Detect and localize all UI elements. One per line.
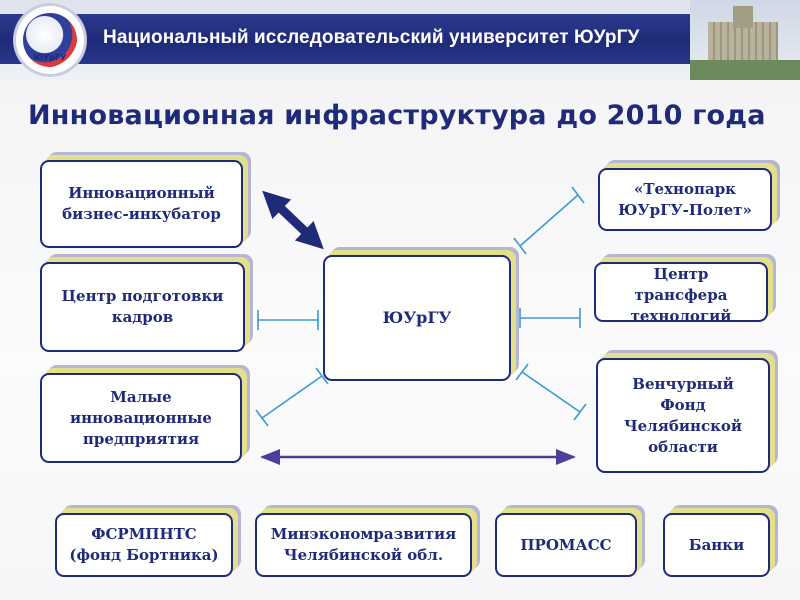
node-promass: ПРОМАСС	[495, 513, 637, 577]
node-technopark: «Технопарк ЮУрГУ-Полет»	[598, 168, 772, 231]
node-ministry-economy: Минэкономразвития Челябинской обл.	[255, 513, 472, 577]
incubator-center-arrow	[272, 200, 314, 240]
node-training-center-label: Центр подготовки кадров	[62, 286, 224, 328]
small-connector	[256, 368, 328, 426]
technopark-connector	[514, 187, 584, 254]
venture-connector	[516, 364, 586, 420]
training-connector	[258, 310, 318, 330]
node-banks: Банки	[663, 513, 770, 577]
node-business-incubator: Инновационный бизнес-инкубатор	[40, 160, 243, 248]
node-promass-label: ПРОМАСС	[520, 535, 611, 556]
node-venture-fund: Венчурный Фонд Челябинской области	[596, 358, 770, 473]
node-transfer-center-label: Центр трансфера технологий	[631, 264, 732, 322]
node-small-enterprises: Малые инновационные предприятия	[40, 373, 242, 463]
node-technopark-label: «Технопарк ЮУрГУ-Полет»	[618, 179, 752, 221]
node-training-center: Центр подготовки кадров	[40, 262, 245, 352]
transfer-connector	[520, 308, 580, 328]
node-fsr-fund-label: ФСРМПНТС (фонд Бортника)	[69, 524, 218, 566]
node-university-label: ЮУрГУ	[383, 307, 452, 329]
node-business-incubator-label: Инновационный бизнес-инкубатор	[62, 183, 221, 225]
node-university: ЮУрГУ	[323, 255, 511, 381]
node-banks-label: Банки	[689, 535, 744, 556]
node-venture-fund-label: Венчурный Фонд Челябинской области	[624, 374, 742, 458]
node-ministry-economy-label: Минэкономразвития Челябинской обл.	[271, 524, 457, 566]
node-small-enterprises-label: Малые инновационные предприятия	[70, 387, 212, 450]
node-fsr-fund: ФСРМПНТС (фонд Бортника)	[55, 513, 233, 577]
node-transfer-center: Центр трансфера технологий	[594, 262, 768, 322]
